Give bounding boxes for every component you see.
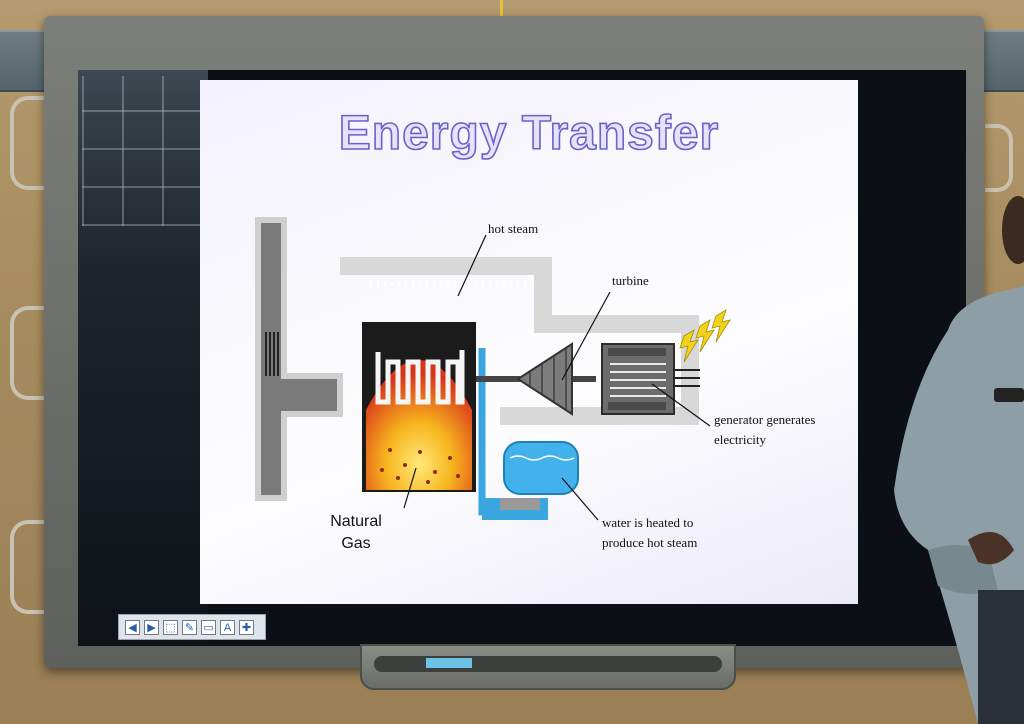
smartboard-toolbar: ◀ ▶ ⬚ ✎ ▭ A ✚ [118, 614, 266, 640]
steam-pipe [340, 257, 699, 425]
label-natural-gas-line1: Natural [330, 513, 382, 530]
smokestack [255, 217, 343, 501]
smokestack-vents [265, 332, 279, 376]
wall-handle [10, 306, 44, 400]
smartboard-screen[interactable]: Energy Transfer [78, 70, 966, 646]
arrow-right-icon[interactable]: ▶ [144, 619, 159, 635]
screen-icon[interactable]: ▭ [201, 619, 216, 635]
text-icon[interactable]: A [220, 619, 235, 635]
select-icon[interactable]: ⬚ [163, 619, 178, 635]
label-natural-gas-line2: Gas [341, 535, 371, 552]
arrow-left-icon[interactable]: ◀ [125, 619, 140, 635]
pen-tray[interactable] [360, 644, 736, 690]
steam-coil [375, 350, 465, 405]
label-hot-steam: hot steam [488, 221, 539, 236]
presenter [894, 196, 1024, 724]
label-generator-line2: electricity [714, 432, 766, 447]
pen-icon[interactable]: ✎ [182, 619, 197, 635]
water-tank-base-inner [500, 498, 540, 510]
turbine [516, 342, 573, 416]
capture-icon[interactable]: ✚ [239, 619, 254, 635]
slide-title: Energy Transfer [338, 106, 720, 161]
label-turbine: turbine [612, 273, 649, 288]
wall-handle [10, 96, 44, 190]
water-reservoir [503, 441, 579, 495]
tray-sticker [426, 658, 472, 668]
label-generator-line1: generator generates [714, 412, 816, 427]
label-water-line2: produce hot steam [602, 535, 698, 550]
ceiling-cable [500, 0, 503, 30]
wall-handle [985, 124, 1013, 192]
lightning-bolts [679, 309, 731, 363]
wall-handle [10, 520, 44, 614]
label-water-line1: water is heated to [602, 515, 694, 530]
window-reflection [78, 70, 208, 646]
fuel-particles [380, 448, 460, 484]
power-plant-diagram [255, 217, 731, 521]
presentation-slide: Energy Transfer [200, 80, 858, 604]
